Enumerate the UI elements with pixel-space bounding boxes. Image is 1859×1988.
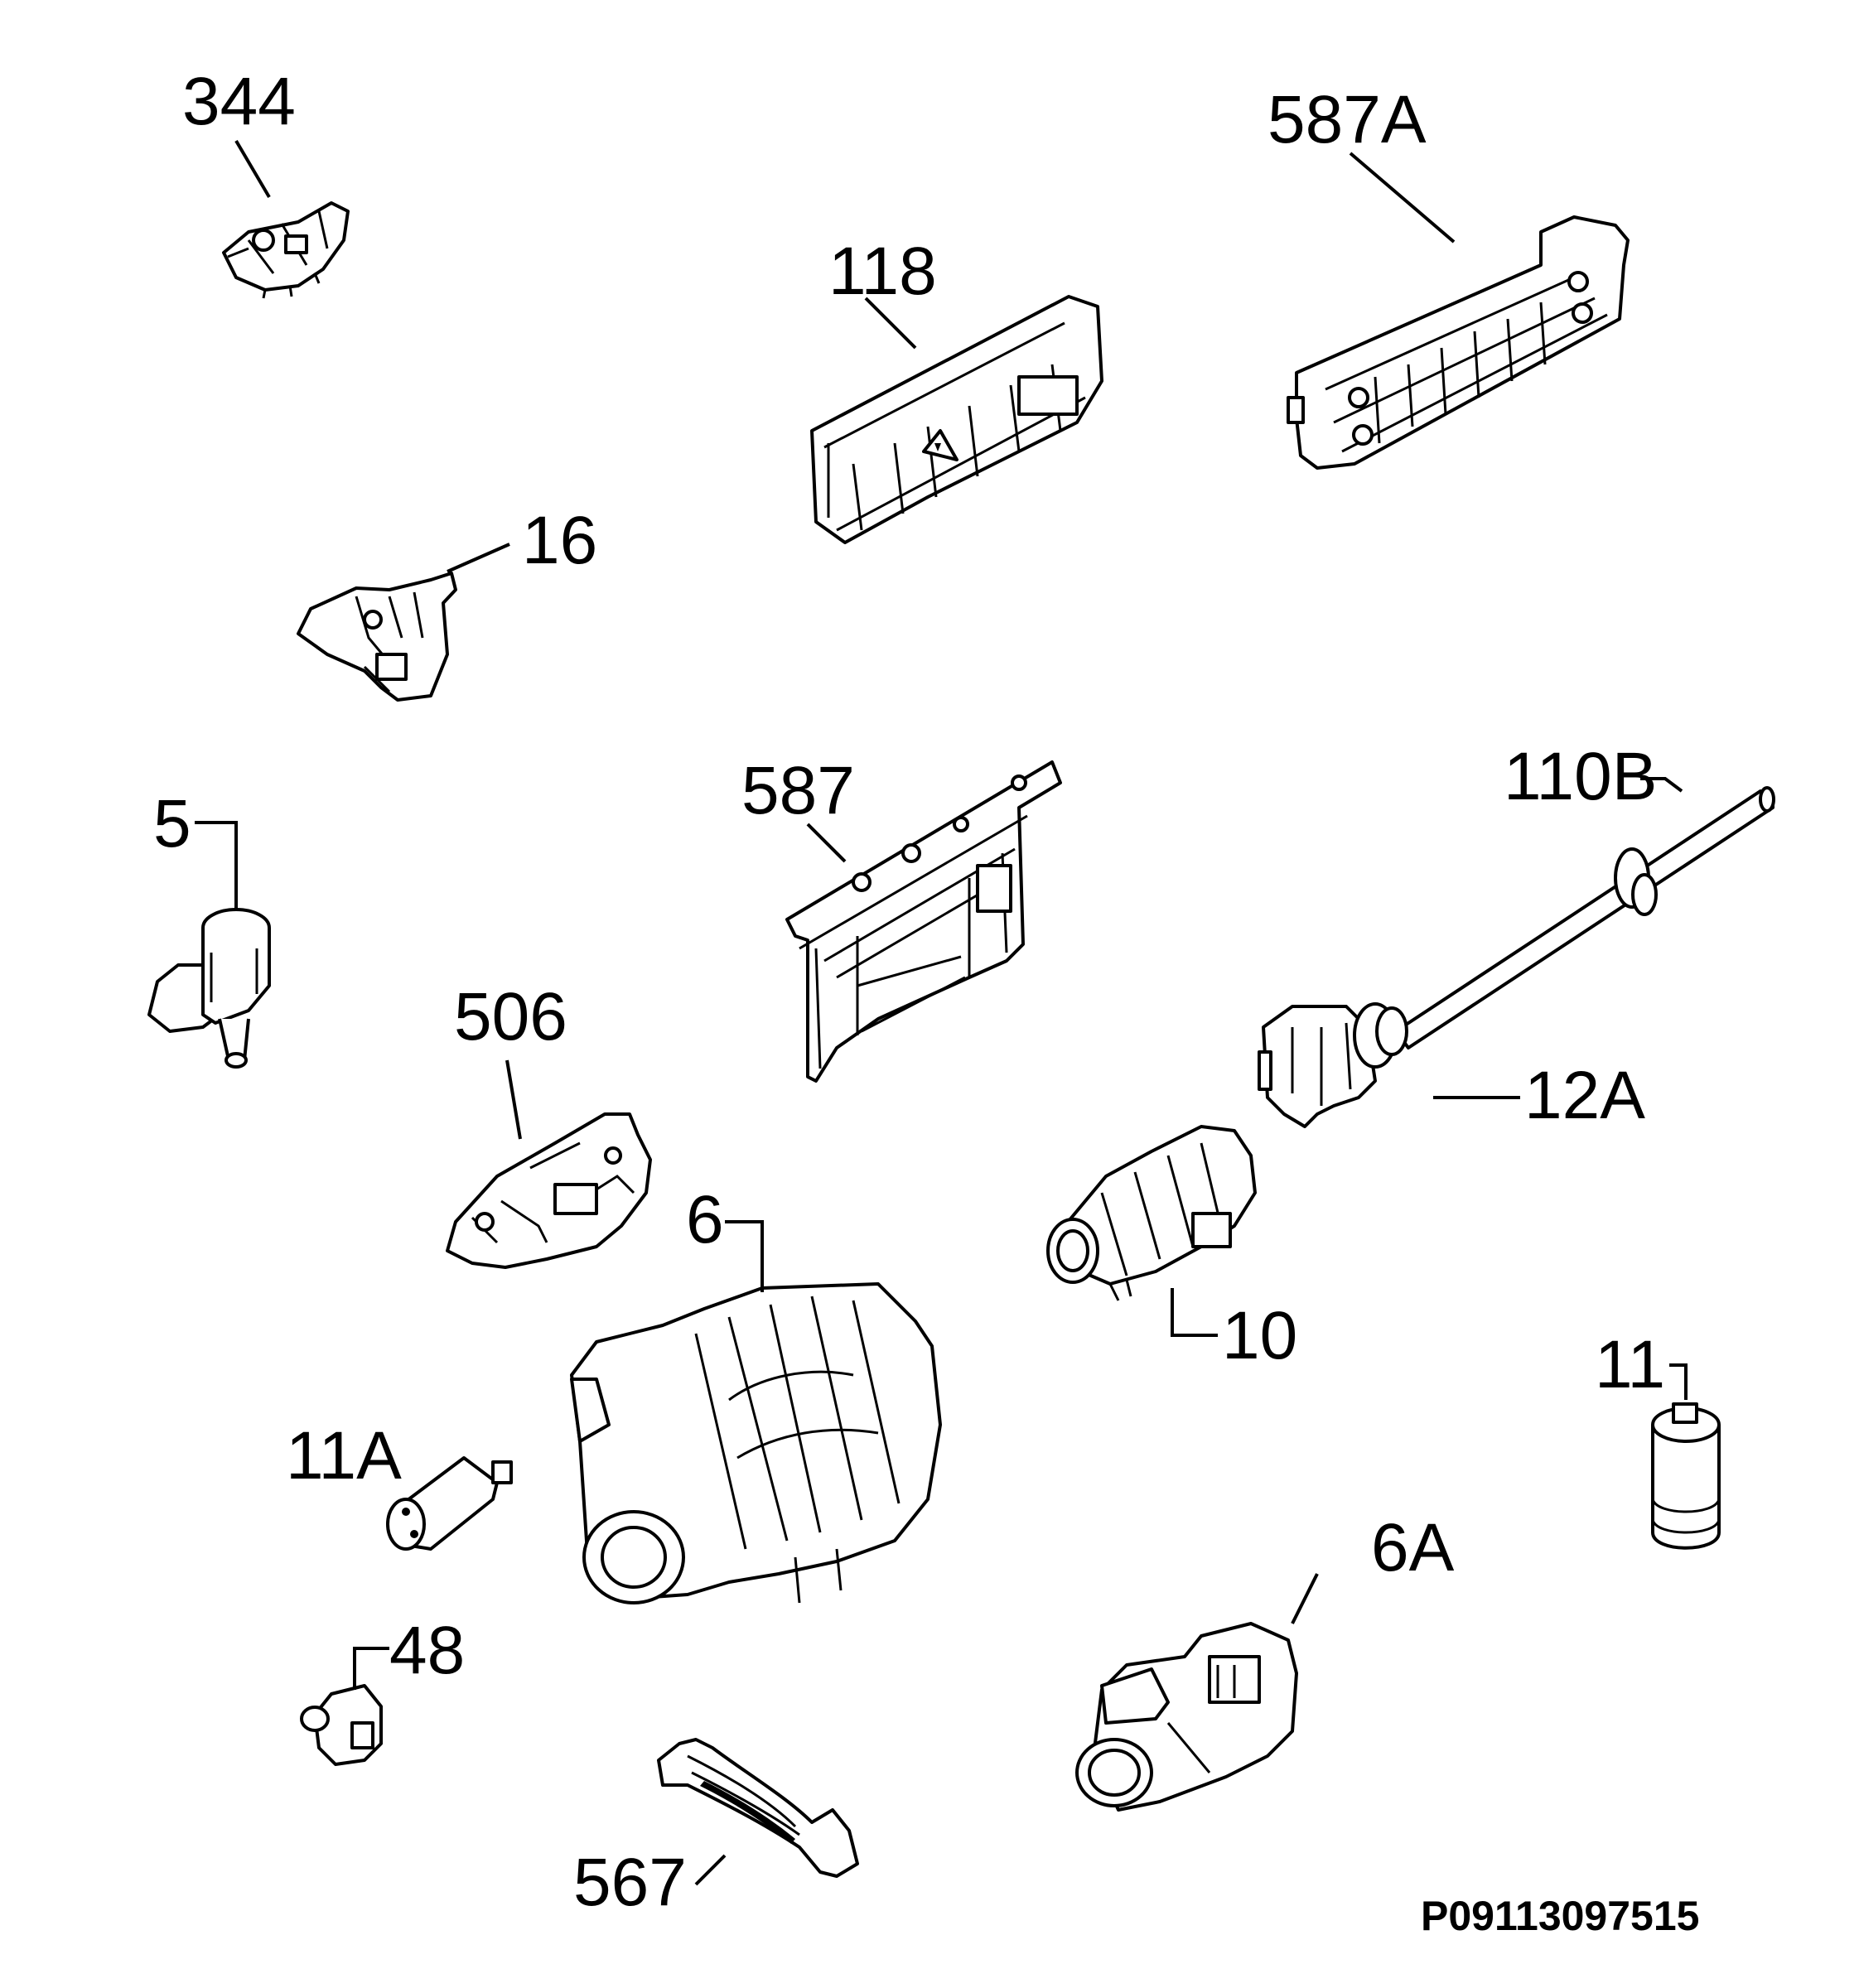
label-118: 118: [828, 234, 937, 309]
part-11[interactable]: [1651, 1402, 1721, 1550]
leader-344: [234, 139, 271, 199]
label-344: 344: [182, 64, 296, 139]
label-110B: 110B: [1504, 739, 1657, 814]
label-587: 587: [741, 753, 855, 828]
part-48[interactable]: [300, 1684, 383, 1766]
leader-6A: [1291, 1573, 1319, 1624]
part-6[interactable]: [570, 1282, 942, 1604]
part-587[interactable]: [785, 760, 1062, 1083]
label-12A: 12A: [1524, 1058, 1645, 1133]
label-10: 10: [1222, 1298, 1297, 1373]
part-344[interactable]: [222, 201, 350, 299]
label-11A: 11A: [286, 1418, 402, 1493]
leader-587: [806, 823, 847, 863]
part-16[interactable]: [297, 572, 457, 702]
part-118[interactable]: [810, 295, 1103, 544]
label-587A: 587A: [1268, 82, 1427, 157]
leader-10: [1171, 1288, 1218, 1337]
part-587A[interactable]: [1287, 215, 1630, 470]
part-6A[interactable]: [1075, 1622, 1298, 1812]
label-506: 506: [454, 979, 567, 1054]
label-567: 567: [573, 1845, 687, 1920]
part-12A[interactable]: [1258, 1002, 1408, 1128]
part-5[interactable]: [147, 908, 271, 1069]
part-506[interactable]: [446, 1112, 652, 1269]
leader-118: [864, 297, 917, 350]
label-6A: 6A: [1371, 1510, 1455, 1585]
part-567[interactable]: [657, 1738, 859, 1878]
part-10[interactable]: [1046, 1125, 1257, 1301]
part-110B[interactable]: [1394, 786, 1775, 1049]
leader-110B: [1640, 777, 1683, 793]
label-48: 48: [389, 1613, 465, 1688]
leader-5: [195, 821, 238, 911]
leader-567: [694, 1854, 727, 1886]
leader-48: [353, 1647, 389, 1690]
leader-506: [505, 1059, 522, 1140]
leader-16: [447, 543, 510, 573]
label-11: 11: [1595, 1327, 1665, 1402]
leader-6: [725, 1220, 764, 1292]
document-id: P09113097515: [1421, 1893, 1699, 1939]
label-6: 6: [686, 1182, 724, 1257]
leader-587A: [1349, 152, 1456, 244]
part-11A[interactable]: [386, 1456, 513, 1551]
label-5: 5: [153, 786, 191, 861]
label-16: 16: [522, 503, 597, 578]
leader-11: [1669, 1363, 1688, 1400]
